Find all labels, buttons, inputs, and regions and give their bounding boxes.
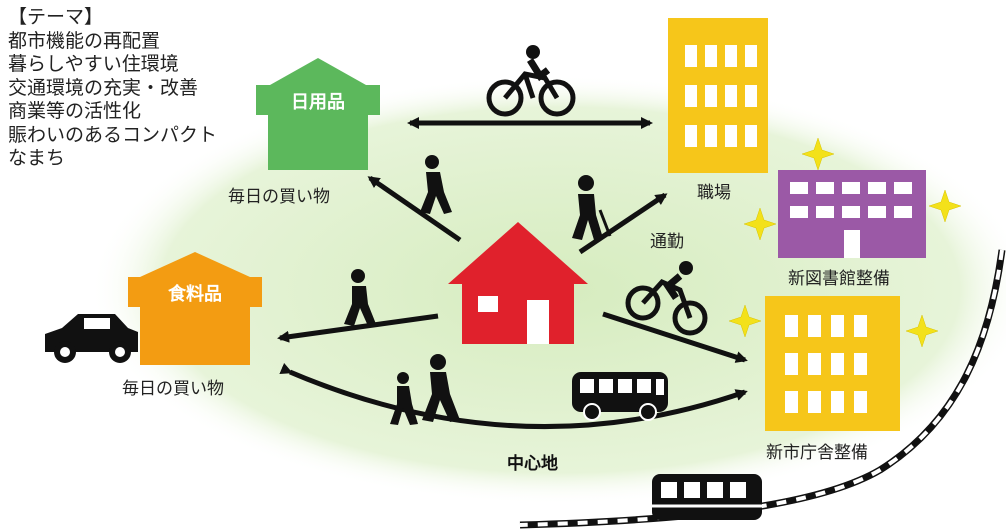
arrow-home-daily-shop <box>367 175 462 243</box>
arrow-center-curve <box>279 362 748 430</box>
walker-icon <box>420 155 452 214</box>
center-label: 中心地 <box>507 454 558 474</box>
theme-line: 交通環境の充実・改善 <box>8 76 199 99</box>
daily-goods-caption: 毎日の買い物 <box>228 187 330 207</box>
city-hall-label: 新市庁舎整備 <box>766 443 868 463</box>
daily-goods-sign: 日用品 <box>291 92 345 113</box>
house-icon <box>448 222 588 344</box>
theme-block: 【テーマ】 都市機能の再配置 暮らしやすい住環境 交通環境の充実・改善 商業等の… <box>8 6 217 171</box>
arrow-home-workplace <box>578 192 668 255</box>
theme-line: 商業等の活性化 <box>8 100 142 122</box>
arrow-home-food-shop <box>277 313 439 343</box>
cyclist-icon <box>625 261 708 336</box>
walker-with-cane-icon <box>572 175 612 240</box>
theme-heading: 【テーマ】 <box>8 6 104 28</box>
theme-line: なまち <box>8 147 66 169</box>
workplace-building-icon <box>668 18 768 173</box>
theme-line: 暮らしやすい住環境 <box>8 53 179 75</box>
bus-icon <box>572 372 668 421</box>
walkers-pair-icon <box>390 354 460 425</box>
library-building-icon <box>778 170 926 258</box>
city-hall-building-icon <box>765 296 900 431</box>
cyclist-icon <box>486 45 576 117</box>
workplace-label: 職場 <box>697 183 731 203</box>
arrow-home-cityhall <box>602 311 748 363</box>
car-icon <box>45 314 138 363</box>
train-icon <box>652 474 762 520</box>
sparkle-icon <box>728 137 962 348</box>
theme-line: 賑わいのあるコンパクト <box>8 123 218 146</box>
walker-icon <box>344 269 376 326</box>
food-sign: 食料品 <box>168 284 222 305</box>
food-shop-icon <box>128 252 262 365</box>
daily-goods-shop-icon <box>256 58 380 170</box>
commute-label: 通勤 <box>650 232 684 252</box>
library-label: 新図書館整備 <box>788 269 890 289</box>
food-caption: 毎日の買い物 <box>122 379 224 399</box>
theme-line: 都市機能の再配置 <box>8 29 161 52</box>
arrows <box>277 117 748 430</box>
